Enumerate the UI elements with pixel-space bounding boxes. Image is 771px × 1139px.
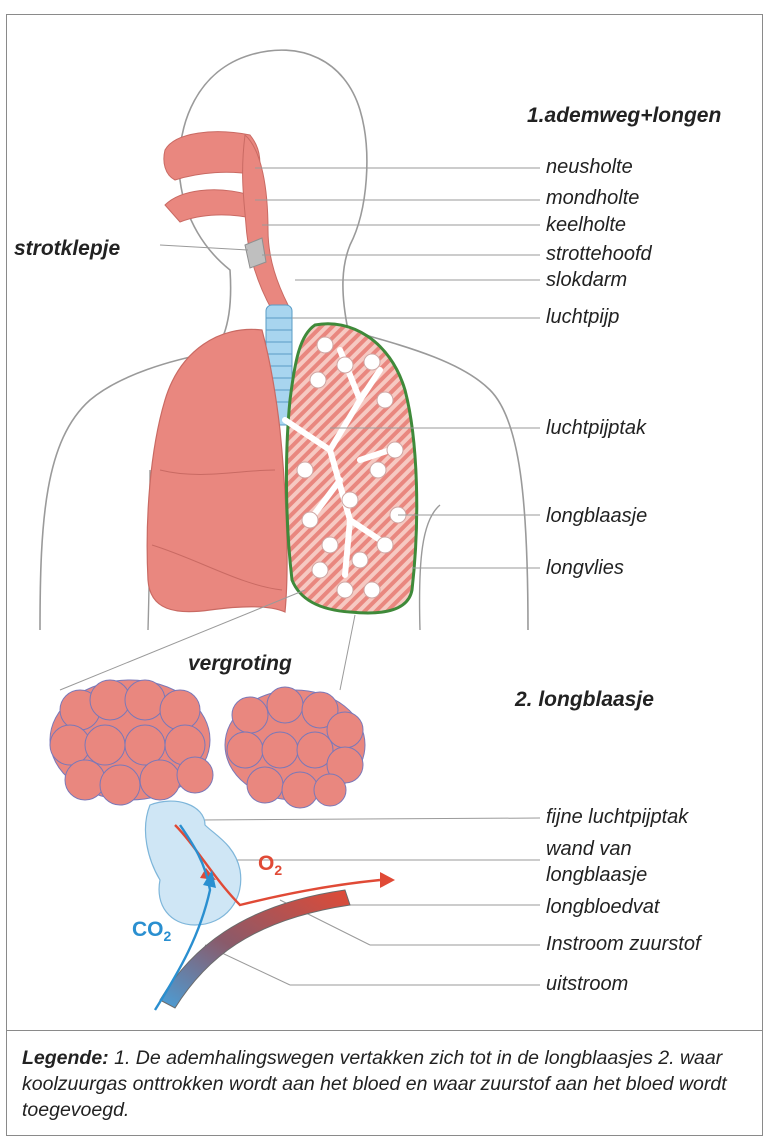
label-neusholte: neusholte (546, 156, 633, 179)
label-fijne-luchtpijptak: fijne luchtpijptak (546, 806, 688, 829)
label-wand-van: wand van (546, 838, 632, 861)
label-wand-longblaasje: longblaasje (546, 864, 647, 887)
label-longbloedvat: longbloedvat (546, 896, 659, 919)
strotklepje-label: strotklepje (14, 237, 120, 261)
legend-heading: Legende: (22, 1047, 109, 1069)
legend-text: 1. De ademhalingswegen vertakken zich to… (22, 1047, 727, 1121)
throat (243, 135, 288, 310)
label-luchtpijp: luchtpijp (546, 306, 619, 329)
section1-title: 1.ademweg+longen (527, 104, 721, 128)
legend-divider (6, 1030, 763, 1031)
o2-label: O2 (258, 852, 282, 878)
label-longblaasje: longblaasje (546, 505, 647, 528)
vergroting-label: vergroting (188, 652, 292, 676)
alveolus-cluster-right (225, 687, 365, 808)
legend: Legende: 1. De ademhalingswegen vertakke… (22, 1045, 752, 1123)
respiratory-illustration (0, 0, 771, 1030)
label-strottehoofd: strottehoofd (546, 243, 652, 266)
label-slokdarm: slokdarm (546, 269, 627, 292)
label-instroom-zuurstof: Instroom zuurstof (546, 933, 701, 956)
section2-title: 2. longblaasje (515, 688, 654, 712)
label-keelholte: keelholte (546, 214, 626, 237)
alveolus-cluster-left (50, 680, 213, 805)
co2-label: CO2 (132, 918, 171, 944)
label-uitstroom: uitstroom (546, 973, 628, 996)
label-longvlies: longvlies (546, 557, 624, 580)
label-mondholte: mondholte (546, 187, 639, 210)
label-luchtpijptak: luchtpijptak (546, 417, 646, 440)
